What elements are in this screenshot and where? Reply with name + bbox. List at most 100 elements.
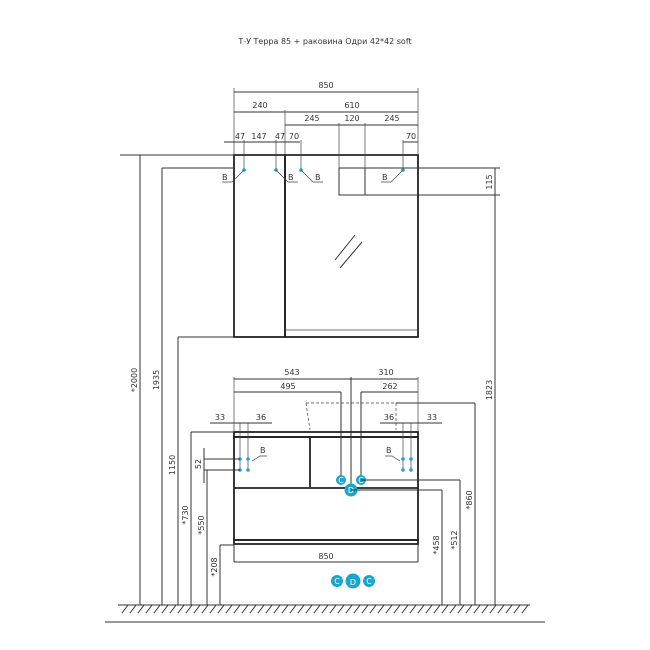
dim-610: 610: [344, 101, 359, 110]
floor-hatch: [321, 604, 329, 614]
floor-hatch: [233, 604, 241, 614]
dim-208: *208: [210, 557, 219, 576]
marker-b: B: [222, 173, 228, 182]
vanity-unit: 850: [233, 402, 419, 563]
side-cabinet: [233, 154, 286, 338]
connection-markers: C C D C D C: [331, 475, 375, 589]
water-inlet-c-left: [336, 475, 346, 485]
floor-hatch: [369, 604, 377, 614]
vanity-dimensions: 543 310 495 262 33 36 36 33 B B: [210, 368, 442, 488]
floor-hatch: [433, 604, 441, 614]
dim-36-left: 36: [256, 413, 266, 422]
dim-2000: *2000: [130, 368, 139, 392]
dim-543: 543: [284, 368, 299, 377]
svg-text:C: C: [366, 577, 372, 586]
floor-hatch: [177, 604, 185, 614]
floor-hatch: [489, 604, 497, 614]
dim-70-right: 70: [406, 132, 416, 141]
dim-240: 240: [252, 101, 267, 110]
dim-33-left: 33: [215, 413, 225, 422]
floor-hatch: [121, 604, 129, 614]
dim-36-right: 36: [384, 413, 394, 422]
floor-hatch: [225, 604, 233, 614]
marker-b: B: [260, 446, 266, 455]
marker-b: B: [288, 173, 294, 182]
dim-245-left: 245: [304, 114, 319, 123]
floor-hatch: [337, 604, 345, 614]
floor-hatch: [137, 604, 145, 614]
floor-hatch: [185, 604, 193, 614]
floor-hatch: [361, 604, 369, 614]
floor-hatch: [305, 604, 313, 614]
floor-hatch: [281, 604, 289, 614]
mirror-mount-markers: B B B B: [222, 168, 405, 183]
floor-hatch: [265, 604, 273, 614]
floor-hatch: [313, 604, 321, 614]
floor-hatch: [249, 604, 257, 614]
floor-hatch: [377, 604, 385, 614]
mirror-panel: [284, 154, 419, 338]
dim-512: *512: [450, 530, 459, 549]
marker-b: B: [386, 446, 392, 455]
mirror-reflection-mark: [334, 234, 356, 261]
floor-hatch: [441, 604, 449, 614]
floor-hatch: [153, 604, 161, 614]
dim-1823: 1823: [485, 380, 494, 400]
floor-hatch: [353, 604, 361, 614]
svg-text:C: C: [338, 476, 344, 485]
floor-hatch: [209, 604, 217, 614]
dim-550: *550: [197, 515, 206, 534]
floor-hatch: [473, 604, 481, 614]
floor-hatch: [289, 604, 297, 614]
dim-730: *730: [181, 505, 190, 524]
floor-hatch: [257, 604, 265, 614]
floor-hatch: [217, 604, 225, 614]
floor-c-right: [363, 575, 375, 587]
floor-hatch: [457, 604, 465, 614]
floor-hatch: [417, 604, 425, 614]
floor-hatch: [385, 604, 393, 614]
hatched-cutout: [338, 167, 366, 196]
dim-1150: 1150: [168, 455, 177, 475]
dim-147: 147: [251, 132, 266, 141]
dim-458: *458: [432, 535, 441, 554]
floor-hatch: [201, 604, 209, 614]
floor-hatch: [513, 604, 521, 614]
floor-hatch: [145, 604, 153, 614]
marker-b: B: [315, 173, 321, 182]
dim-33-right: 33: [427, 413, 437, 422]
floor-hatch: [409, 604, 417, 614]
floor-hatch: [393, 604, 401, 614]
svg-text:C: C: [334, 577, 340, 586]
dim-47-a: 47: [235, 132, 245, 141]
height-dimensions: *2000 1935 1150 1823 *730 52 *550 *208 *…: [130, 155, 496, 605]
floor-hatch: [481, 604, 489, 614]
floor-hatch: [497, 604, 505, 614]
dim-52: 52: [194, 459, 203, 469]
dim-70-left: 70: [289, 132, 299, 141]
dim-1935: 1935: [152, 370, 161, 390]
floor-line: [118, 604, 530, 614]
floor-hatch: [273, 604, 281, 614]
dim-850-top: 850: [318, 81, 333, 90]
floor-hatch: [129, 604, 137, 614]
dim-120: 120: [344, 114, 359, 123]
dim-115: 115: [485, 174, 494, 189]
dim-245-right: 245: [384, 114, 399, 123]
floor-hatch: [161, 604, 169, 614]
floor-hatch: [297, 604, 305, 614]
svg-text:D: D: [350, 578, 356, 587]
floor-hatch: [401, 604, 409, 614]
dim-860: *860: [465, 490, 474, 509]
floor-hatch: [505, 604, 513, 614]
floor-hatch: [345, 604, 353, 614]
floor-hatch: [193, 604, 201, 614]
floor-hatch: [329, 604, 337, 614]
floor-c-left: [331, 575, 343, 587]
floor-hatch: [521, 604, 529, 614]
dim-262: 262: [382, 382, 397, 391]
floor-d: [345, 573, 361, 589]
dim-47-b: 47: [275, 132, 285, 141]
